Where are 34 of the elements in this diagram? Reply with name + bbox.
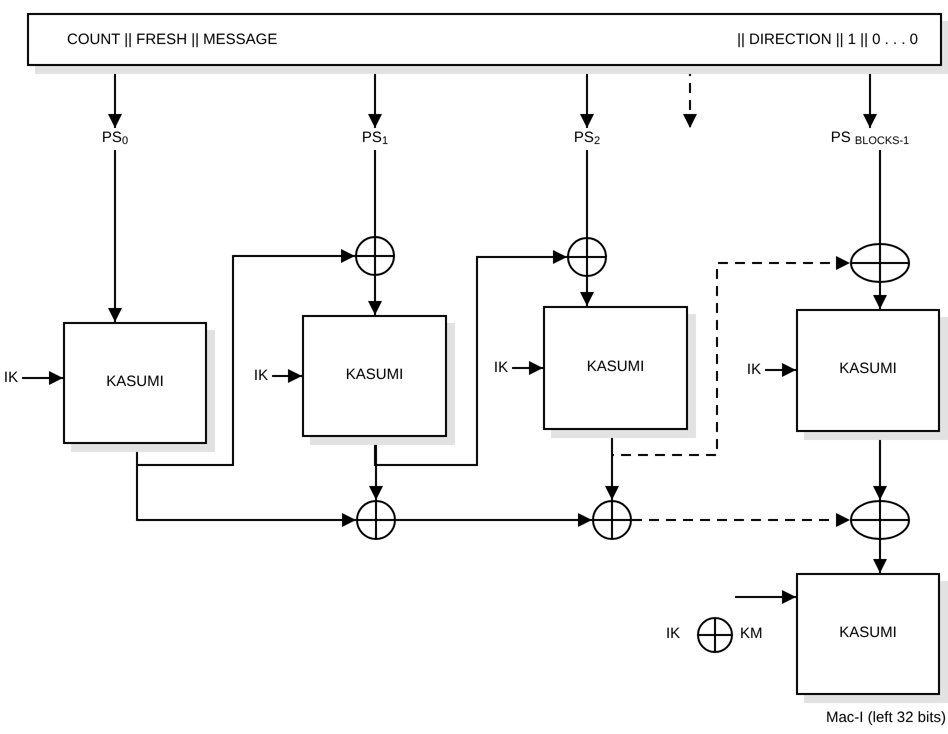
block-label: PS$_{0}$ [85,128,145,150]
block-label: PS $_{BLOCKS-1}$ [805,128,935,150]
key-label: IK [743,360,765,380]
xor-symbol [592,500,632,540]
arrow [512,361,543,375]
arrow [22,371,63,385]
xor-symbol [355,236,395,276]
arrow [272,369,302,383]
arrow [374,250,567,466]
arrow [611,256,850,456]
output-caption: Mac-I (left 32 bits) [826,709,946,726]
arrow [136,249,355,466]
field-list: COUNT || FRESH || MESSAGE [67,31,278,48]
block-label: PS$_{2}$ [557,128,617,150]
key-label: IK [250,366,272,386]
field-list: || DIRECTION || 1 || 0 . . . 0 [737,31,918,48]
xor-symbol [356,500,396,540]
arrow [632,513,850,527]
key-label: KM [740,625,762,642]
arrow [873,283,887,309]
arrow [396,513,592,527]
block-label: PS$_{1}$ [345,128,405,150]
arrow [108,150,122,322]
arrow [873,540,887,573]
key-label: IK [0,368,22,388]
key-label: IK [490,358,512,378]
arrow [580,277,594,306]
xor-symbol [850,500,910,540]
xor-symbol [850,243,910,283]
arrow [765,363,796,377]
arrow [735,590,796,604]
key-label: IK [666,625,680,642]
arrow [368,276,382,315]
xor-symbol [567,237,607,277]
